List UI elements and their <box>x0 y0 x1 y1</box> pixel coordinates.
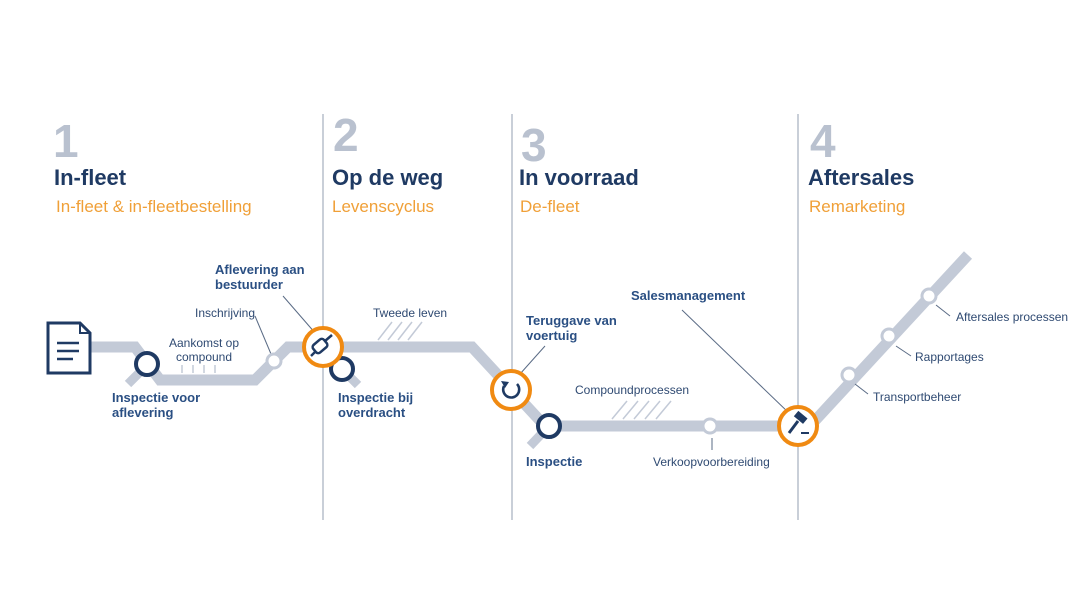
phase-4-subtitle: Remarketing <box>809 197 906 216</box>
phase-4-title: Aftersales <box>808 165 915 190</box>
label-line: aflevering <box>112 405 174 420</box>
return-arrow-icon <box>490 369 532 411</box>
auction-hammer-icon <box>777 405 819 447</box>
label-line: voertuig <box>526 328 578 343</box>
station-inschrijving <box>265 352 283 370</box>
phase-2-title: Op de weg <box>332 165 444 190</box>
car-key-icon <box>302 326 344 368</box>
station-label-inspectie-bij-overdracht: Inspectie bij overdracht <box>338 390 413 420</box>
station-label-verkoopvoorbereiding: Verkoopvoorbereiding <box>653 455 770 469</box>
station-aftersales-processen <box>920 287 938 305</box>
station-label-transportbeheer: Transportbeheer <box>873 390 962 404</box>
label-line: Aankomst op <box>168 336 240 350</box>
phase-1-number: 1 <box>53 115 79 167</box>
phase-2-subtitle: Levenscyclus <box>332 197 435 216</box>
phase-1-subtitle: In-fleet & in-fleetbestelling <box>56 197 252 216</box>
label-leader-lines <box>254 295 951 450</box>
label-line: compound <box>175 350 233 364</box>
station-label-inspectie-voor-aflevering: Inspectie voor aflevering <box>112 390 200 420</box>
track-hatch-marks <box>377 321 423 341</box>
station-label-aankomst: Aankomst op compound <box>158 336 250 364</box>
label-line: Teruggave van <box>526 313 617 328</box>
track-hatch-marks <box>181 365 216 373</box>
station-label-aflevering: Aflevering aan bestuurder <box>215 262 305 292</box>
phase-2-number: 2 <box>333 109 359 161</box>
station-label-aftersales-processen: Aftersales processen <box>956 310 1069 324</box>
phase-divider <box>322 114 324 520</box>
label-line: bestuurder <box>215 277 283 292</box>
track-hatch-marks <box>611 400 672 420</box>
label-line: overdracht <box>338 405 406 420</box>
label-line: Aflevering aan <box>215 262 305 277</box>
station-label-inspectie: Inspectie <box>526 454 583 469</box>
phase-divider <box>511 114 513 520</box>
station-label-rapportages: Rapportages <box>915 350 984 364</box>
label-line: Inspectie voor <box>112 390 201 405</box>
station-inspectie <box>536 413 562 439</box>
station-inspectie-voor-aflevering <box>134 351 160 377</box>
station-rapportages <box>880 327 898 345</box>
phase-3-subtitle: De-fleet <box>520 197 580 216</box>
phase-divider <box>797 114 799 520</box>
phase-4-number: 4 <box>810 115 836 167</box>
phase-3-title: In voorraad <box>519 165 639 190</box>
station-label-tweede-leven: Tweede leven <box>373 306 448 320</box>
label-line: Inspectie bij <box>338 390 414 405</box>
station-label-compoundprocessen: Compoundprocessen <box>575 383 690 397</box>
station-label-inschrijving: Inschrijving <box>195 306 256 320</box>
station-label-teruggave: Teruggave van voertuig <box>526 313 617 343</box>
station-inspectie-bij-overdracht <box>329 356 355 382</box>
document-icon <box>46 321 92 375</box>
phase-1-title: In-fleet <box>54 165 127 190</box>
station-transportbeheer <box>840 366 858 384</box>
phase-3-number: 3 <box>521 119 547 171</box>
station-verkoopvoorbereiding <box>701 417 719 435</box>
station-label-salesmanagement: Salesmanagement <box>631 288 746 303</box>
